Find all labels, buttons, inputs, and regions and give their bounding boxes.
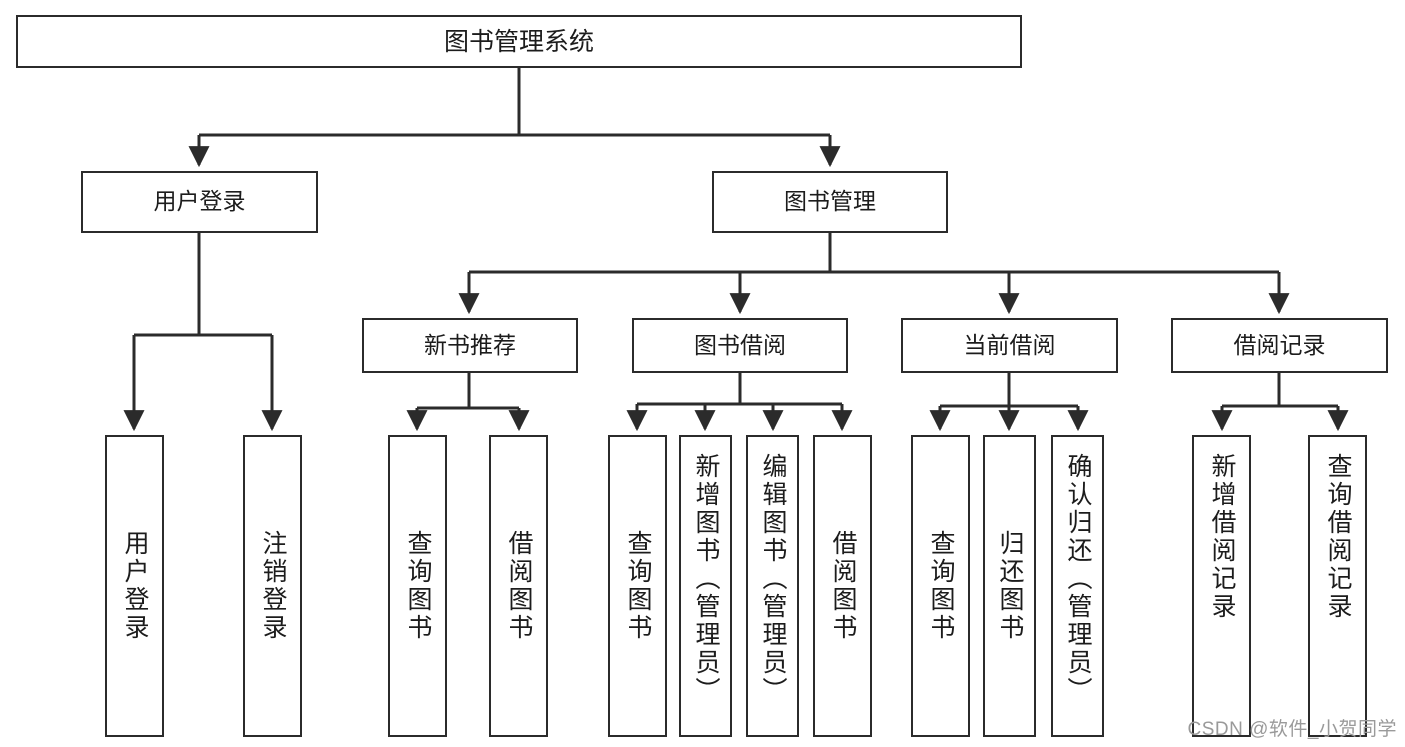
leaf-user-login-login[interactable]: 用户登录: [105, 435, 164, 737]
node-user-login[interactable]: 用户登录: [81, 171, 318, 233]
node-label: 注销登录: [259, 530, 287, 642]
node-book-borrow[interactable]: 图书借阅: [632, 318, 848, 373]
leaf-borrow-record-add-record[interactable]: 新增借阅记录: [1192, 435, 1251, 737]
leaf-book-borrow-add-book[interactable]: 新增图书（管理员）: [679, 435, 732, 737]
node-borrow-record[interactable]: 借阅记录: [1171, 318, 1388, 373]
leaf-current-borrow-query-book[interactable]: 查询图书: [911, 435, 970, 737]
leaf-current-borrow-confirm-return[interactable]: 确认归还（管理员）: [1051, 435, 1104, 737]
leaf-current-borrow-return-book[interactable]: 归还图书: [983, 435, 1036, 737]
node-label: 确认归还（管理员）: [1064, 453, 1092, 705]
node-label: 借阅记录: [1233, 331, 1326, 358]
node-root-book-management-system[interactable]: 图书管理系统: [16, 15, 1022, 68]
node-label: 新增借阅记录: [1208, 453, 1236, 621]
leaf-book-borrow-edit-book[interactable]: 编辑图书（管理员）: [746, 435, 799, 737]
node-current-borrow[interactable]: 当前借阅: [901, 318, 1118, 373]
node-label: 用户登录: [153, 188, 246, 215]
leaf-user-login-logout[interactable]: 注销登录: [243, 435, 302, 737]
node-label: 图书借阅: [694, 331, 786, 358]
node-label: 借阅图书: [829, 530, 857, 642]
leaf-book-borrow-borrow-book[interactable]: 借阅图书: [813, 435, 872, 737]
node-label: 图书管理系统: [443, 27, 594, 56]
leaf-book-borrow-query-book[interactable]: 查询图书: [608, 435, 667, 737]
node-label: 归还图书: [996, 530, 1024, 642]
node-book-management[interactable]: 图书管理: [712, 171, 948, 233]
node-label: 当前借阅: [963, 331, 1056, 358]
node-label: 用户登录: [121, 530, 149, 642]
node-label: 新增图书（管理员）: [692, 453, 720, 705]
node-label: 查询图书: [927, 530, 955, 642]
node-label: 新书推荐: [424, 331, 516, 358]
leaf-new-book-borrow-book[interactable]: 借阅图书: [489, 435, 548, 737]
leaf-new-book-query-book[interactable]: 查询图书: [388, 435, 447, 737]
node-label: 借阅图书: [505, 530, 533, 642]
node-label: 编辑图书（管理员）: [759, 453, 787, 705]
leaf-borrow-record-query-record[interactable]: 查询借阅记录: [1308, 435, 1367, 737]
node-label: 查询图书: [404, 530, 432, 642]
node-label: 查询借阅记录: [1324, 453, 1352, 621]
node-label: 图书管理: [784, 188, 876, 215]
node-new-book-recommend[interactable]: 新书推荐: [362, 318, 578, 373]
node-label: 查询图书: [624, 530, 652, 642]
